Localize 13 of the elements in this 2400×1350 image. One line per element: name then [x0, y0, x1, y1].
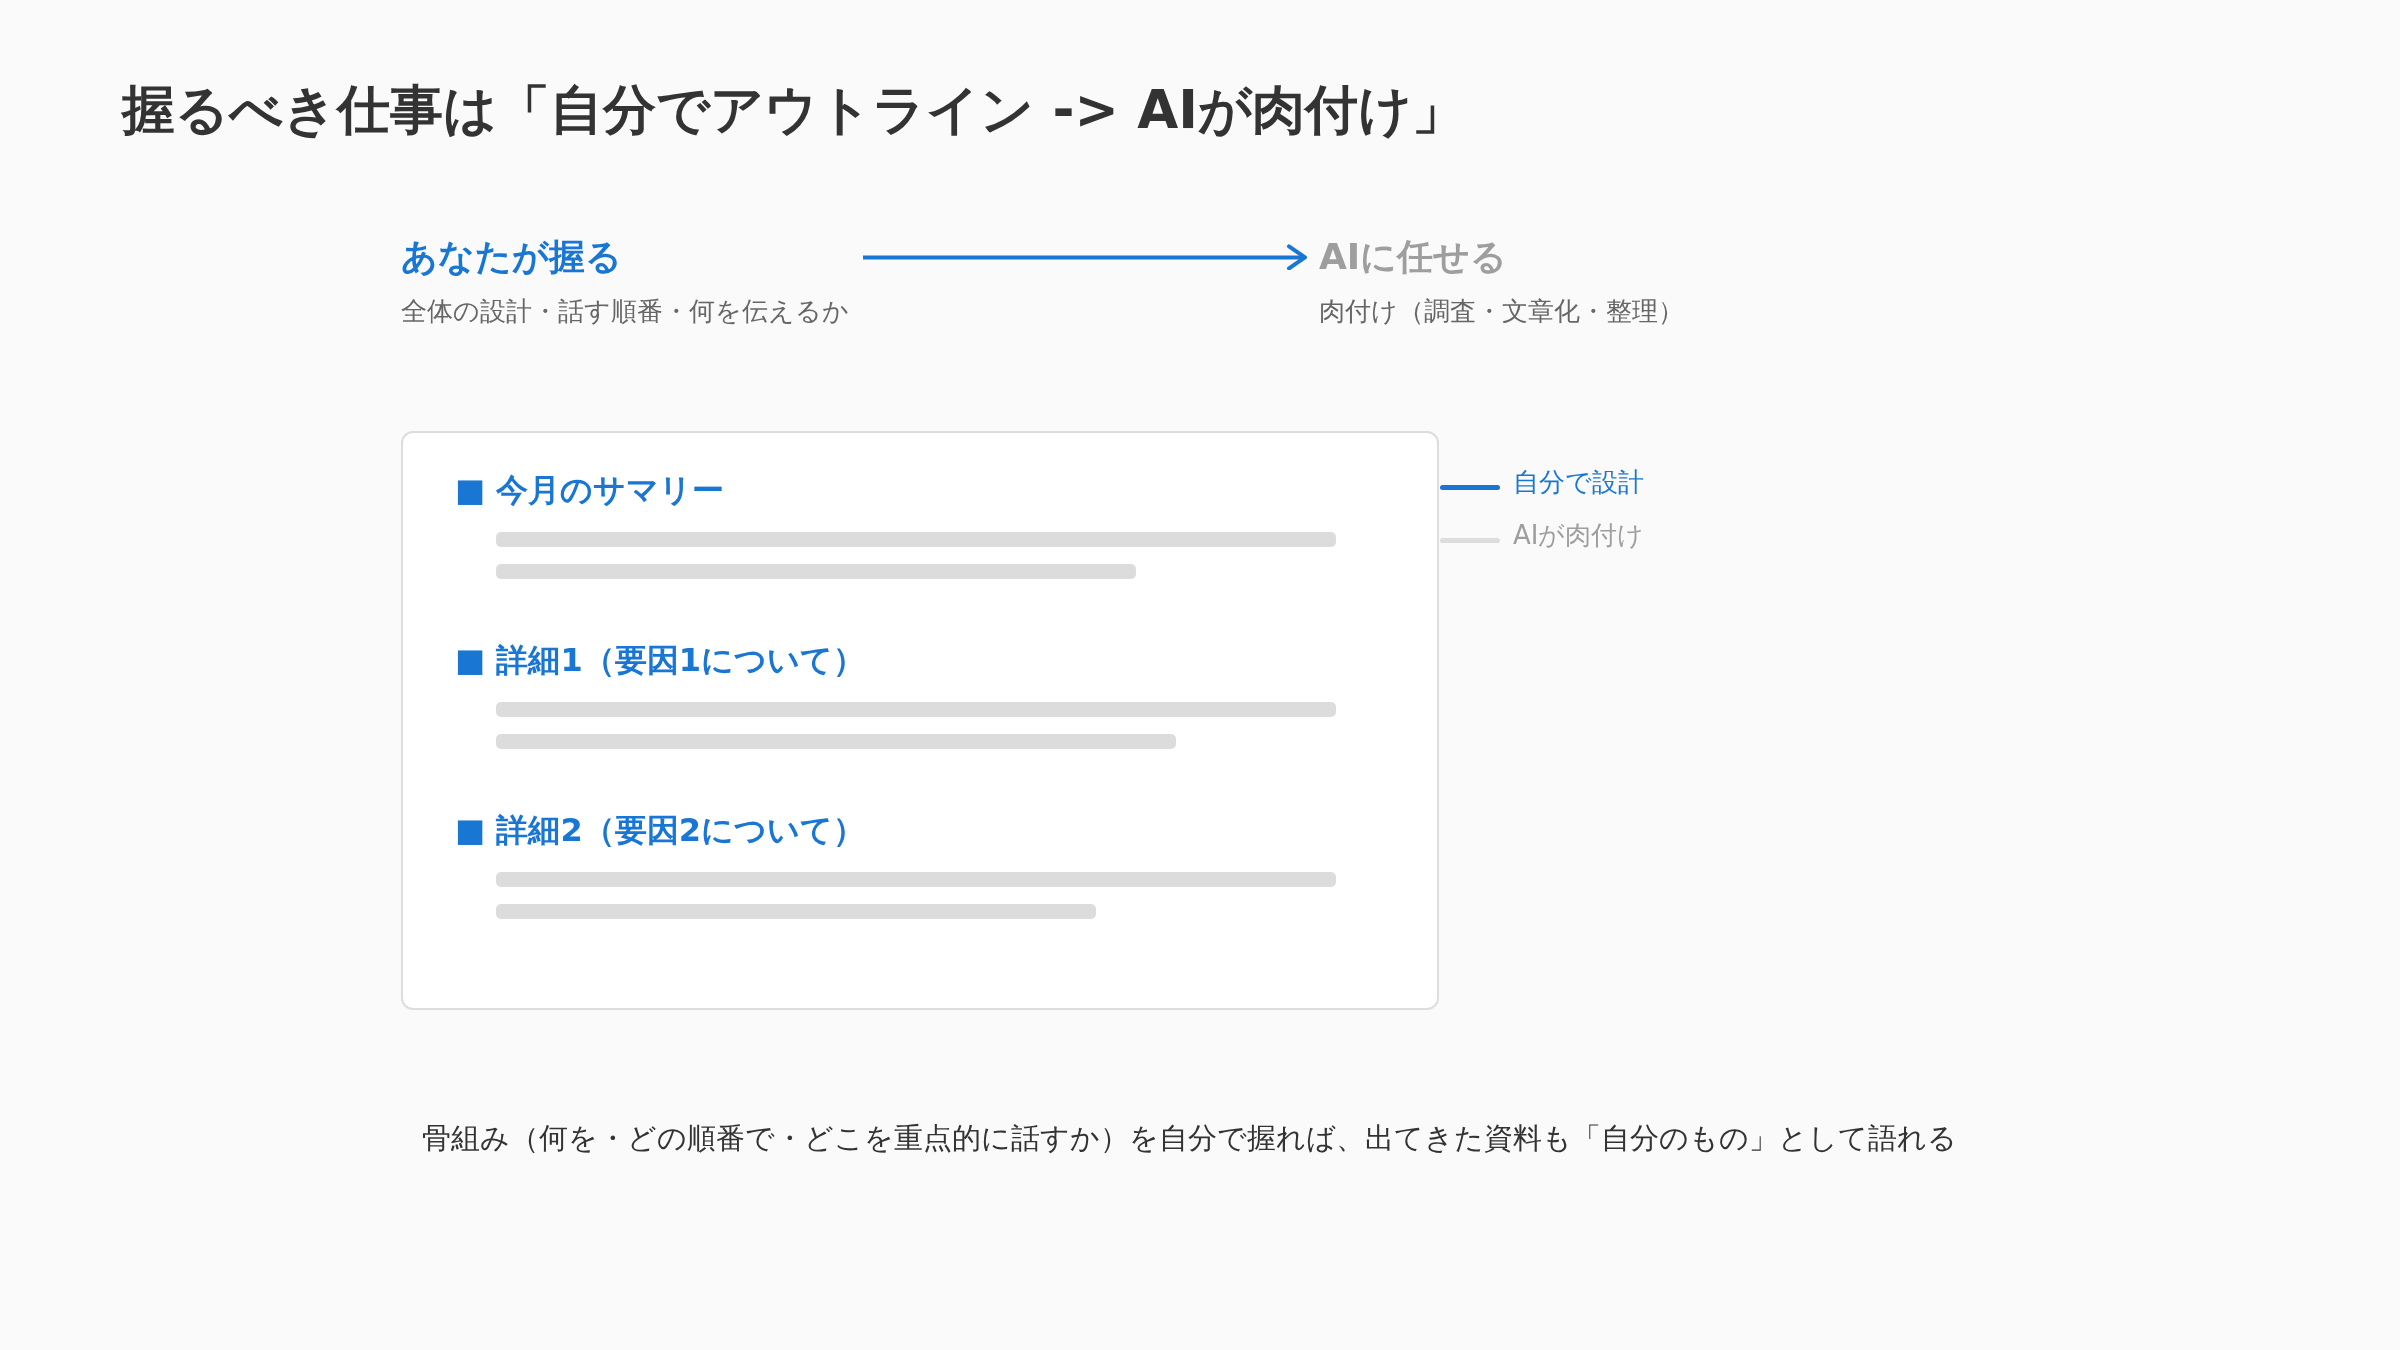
legend-text: AIが肉付け [1513, 519, 1645, 552]
column-heading: あなたが握る [401, 235, 622, 279]
slide-title: 握るべき仕事は「自分でアウトライン -> AIが肉付け」 [122, 78, 1466, 142]
outline-card [401, 431, 1439, 1010]
caption-text: 骨組み（何を・どの順番で・どこを重点的に話すか）を自分で握れば、出てきた資料も「自分のもの」として語れる [422, 1120, 1957, 1157]
section-heading: ■ 詳細2（要因2について） [455, 810, 865, 851]
section-heading: ■ 詳細1（要因1について） [455, 640, 865, 681]
section-heading: ■ 今月のサマリー [455, 470, 725, 511]
column-heading: AIに任せる [1319, 235, 1508, 279]
column-description: 全体の設計・話す順番・何を伝えるか [401, 294, 849, 328]
arrow [863, 244, 1307, 271]
legend-text: 自分で設計 [1513, 466, 1644, 499]
column-description: 肉付け（調査・文章化・整理） [1319, 294, 1684, 328]
